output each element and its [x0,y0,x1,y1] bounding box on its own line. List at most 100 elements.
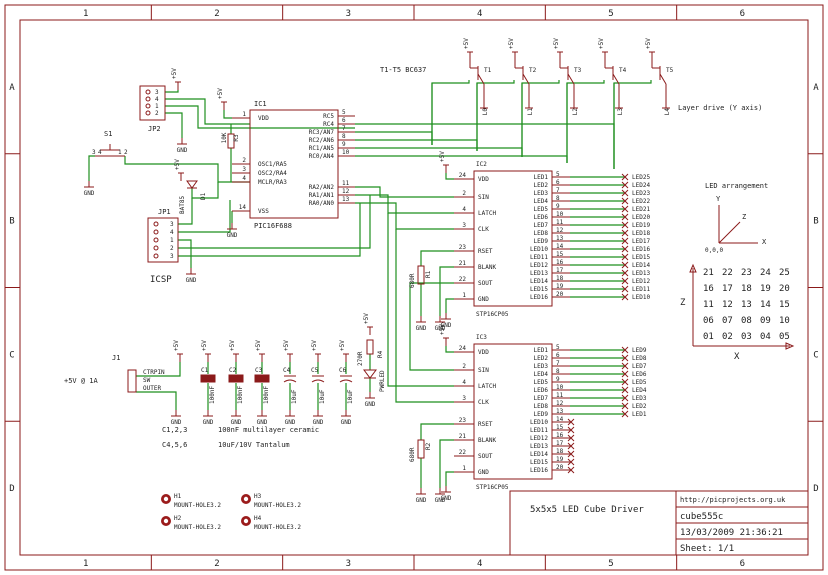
ic3-pin-name: BLANK [478,437,496,444]
ic1-pin-number: 14 [239,204,247,211]
column-number-top: 1 [83,9,88,19]
led-grid-cell: 04 [760,332,771,342]
r1-wire [420,250,454,266]
ic3-pin-number: 24 [459,345,467,352]
drawing-frame [4,4,824,571]
ic1-pin-name: VDD [258,115,269,122]
x-mark [621,205,629,213]
ic1-pin-name: RC0/AN4 [309,153,335,160]
ic2-out-name: LED5 [534,206,549,213]
gnd-label: GND [285,419,296,426]
x-mark [621,410,629,418]
x-mark [621,362,629,370]
vcc-label: +5V [283,340,290,351]
gnd-label: GND [177,147,188,154]
hole-value: MOUNT-HOLE3.2 [174,524,221,531]
ic2-out-number: 20 [556,291,564,298]
vcc-label: +5V [463,38,470,49]
ic1-pin-name: RA0/AN0 [309,200,335,207]
ic1-pin-name: OSC2/RA4 [258,170,287,177]
column-number-top: 2 [214,9,219,19]
x-mark [621,221,629,229]
led-grid-cell: 11 [703,300,714,310]
wires [88,80,652,488]
ic3-out-number: 10 [556,384,564,391]
cap-value: 100nF [263,386,270,404]
x-mark [621,402,629,410]
ic2-pin-name: SOUT [478,280,493,287]
led-grid-cell: 25 [779,268,790,278]
ic2-out-name: LED15 [530,286,548,293]
s1-pin: 1 [118,149,122,156]
column-number-bottom: 2 [214,559,219,569]
ic3-net-label: LED1 [632,411,647,418]
vcc-label: +5V [173,340,180,351]
vcc-label: +5V [255,340,262,351]
vcc-label: +5V [645,38,652,49]
ic2-body [473,170,553,307]
cap-note-text: 100nF multilayer ceramic [218,426,319,434]
ic3-net-label: LED7 [632,363,647,370]
ic3-pin-name: LATCH [478,383,496,390]
d1-body [186,180,198,189]
vcc-label: +5V [174,159,181,170]
base-wire [521,80,560,157]
j1-ref: J1 [112,354,120,362]
jp1-pin [153,221,159,227]
transistor-ref: T1 [484,67,492,74]
gnd-label: GND [435,497,446,504]
rc0-wire [355,155,568,163]
ic2-net-label: LED12 [632,278,650,285]
ic1-pin-number: 8 [342,133,346,140]
s1-pin: 2 [124,149,128,156]
column-number-bottom: 5 [608,559,613,569]
ic3-out-name: LED2 [534,355,549,362]
led-grid-cell: 08 [741,316,752,326]
jp2-pin-number: 3 [155,89,159,96]
cap-ref: C3 [255,367,263,374]
ic2-net-label: LED10 [632,294,650,301]
ic2-net-label: LED13 [632,270,650,277]
ic1-vdd-wire [223,110,232,119]
ic3-net-label: LED5 [632,379,647,386]
r1-body [417,265,425,285]
ic2-out-name: LED8 [534,230,549,237]
hole-ref: H1 [174,493,182,500]
x-mark [621,181,629,189]
r4-value: 270R [357,351,364,366]
ic2-out-name: LED12 [530,262,548,269]
gnd-label: GND [365,401,376,408]
cap-value: 10uF [347,389,354,404]
supply-label: +5V @ 1A [64,377,99,385]
vcc-label: +5V [339,340,346,351]
ic2-out-number: 16 [556,259,564,266]
ic3-net-label: LED9 [632,347,647,354]
gnd-label: GND [231,419,242,426]
cap-ref: C1 [201,367,209,374]
title-text: 5x5x5 LED Cube Driver [530,505,644,515]
vcc-label: +5V [311,340,318,351]
axis-x-label: X [762,238,767,246]
ic1-pin-number: 12 [342,188,350,195]
hole-ref: H3 [254,493,262,500]
ic3-net-label: LED8 [632,355,647,362]
ic2-out-name: LED11 [530,254,548,261]
cap-ref: C5 [311,367,319,374]
j1-pin: CTRPIN [143,369,165,376]
ic2-out-number: 19 [556,283,564,290]
s1-gnd-wire [88,155,95,181]
ic1-pin-number: 4 [242,175,246,182]
ic2-pin-number: 3 [462,222,466,229]
ic2-out-name: LED3 [534,190,549,197]
ic3-pin-number: 4 [462,379,466,386]
cap-note-ref: C1,2,3 [162,426,187,434]
ic3-pin-name: VDD [478,349,489,356]
ic2-pin-name: GND [478,296,489,303]
led-grid-cell: 07 [722,316,733,326]
ic3-pin-number: 22 [459,449,467,456]
layer-net-label: L4 [664,108,671,116]
ic3-pin-number: 21 [459,433,467,440]
jp1-pin [153,253,159,259]
ic2-net-label: LED19 [632,222,650,229]
ic3-part: STP16CP05 [476,484,509,491]
